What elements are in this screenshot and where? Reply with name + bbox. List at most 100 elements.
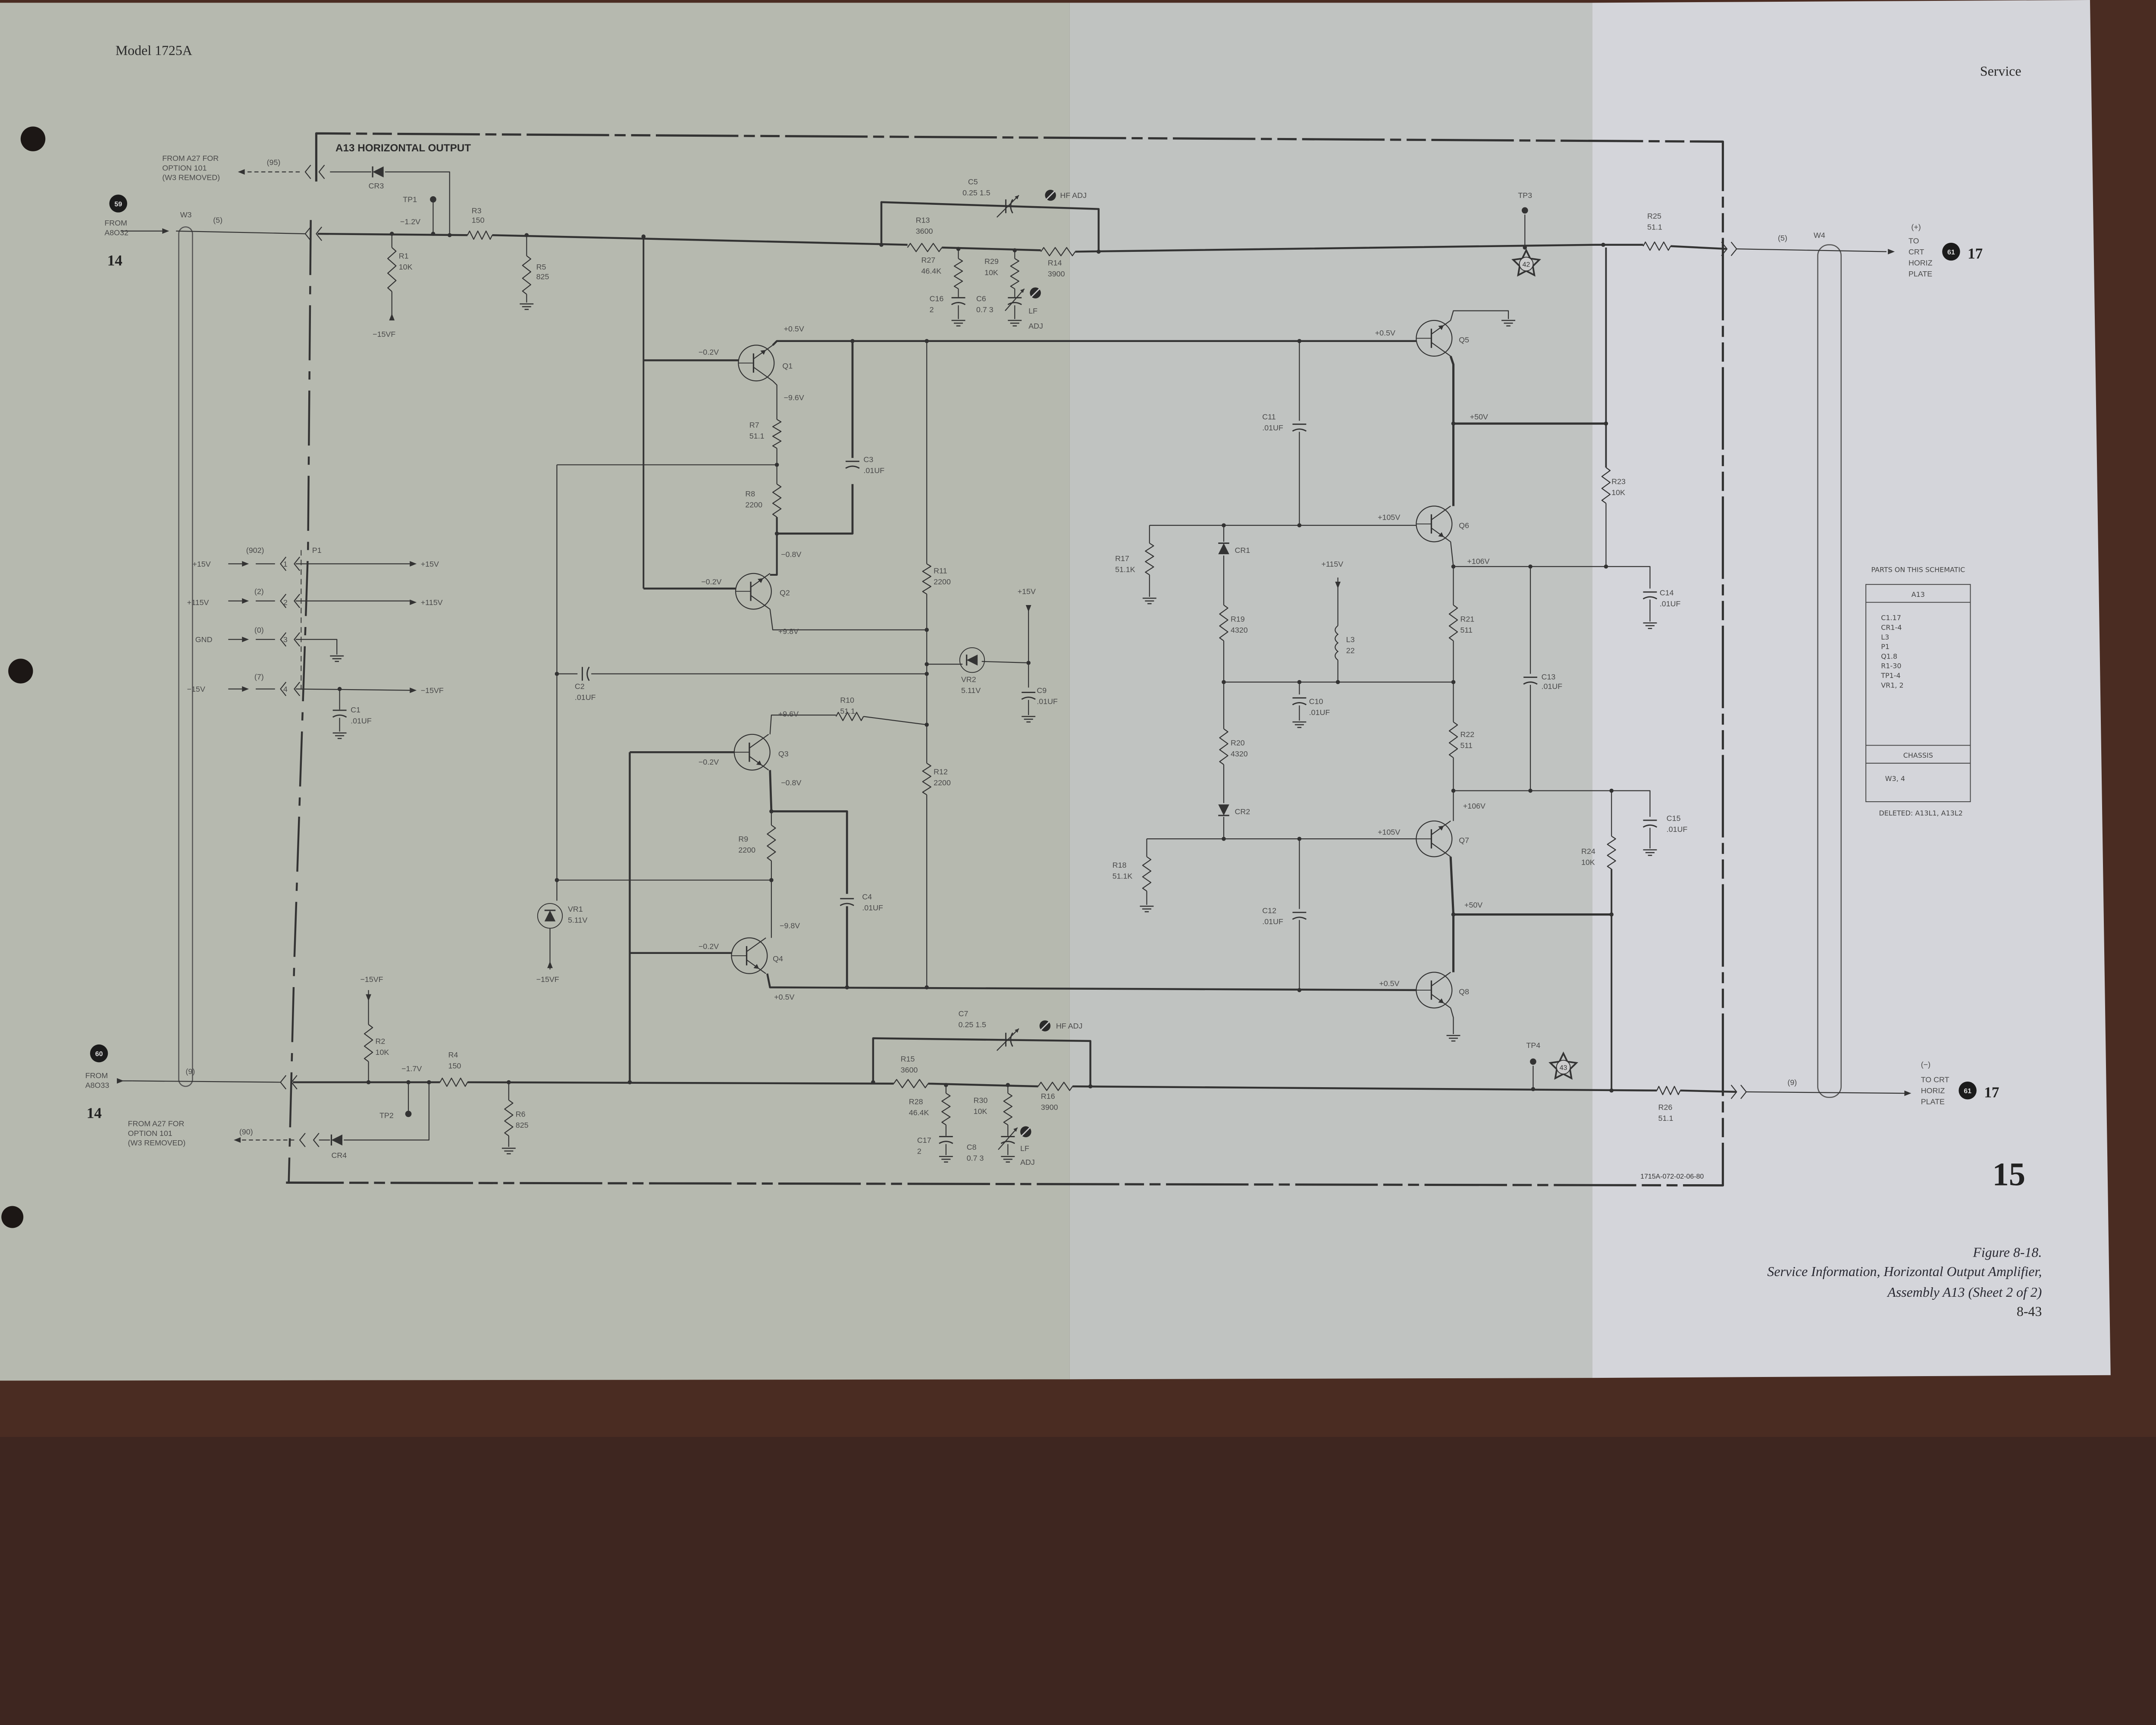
schematic-test_points-tp3-label: TP3: [1518, 191, 1532, 200]
r12-resistor: [922, 762, 931, 796]
r21-resistor: [1448, 605, 1458, 641]
q4-lead-top: [746, 937, 766, 952]
schematic-components-r13-value-label: 3600: [916, 227, 933, 235]
junction-dot: [1609, 912, 1614, 917]
arrow-icon: [1025, 605, 1031, 612]
parts_table-assembly_parts-0-label: C1.17: [1881, 614, 1901, 622]
connector-chevron-icon: [1730, 1085, 1737, 1099]
c8-capacitor: [1000, 1141, 1015, 1144]
schematic-connector-ref-label: P1: [312, 546, 322, 555]
schematic-voltages-q5_c-label: +50V: [1470, 413, 1488, 421]
schematic-outputs-1-lines-0-label: TO CRT: [1921, 1076, 1949, 1084]
connector-chevron-icon: [299, 1132, 306, 1148]
schematic-outputs-0-wire-label: (5): [1778, 234, 1787, 242]
r9-resistor: [767, 825, 776, 862]
r25-resistor: [1642, 242, 1671, 251]
wire: [777, 484, 854, 535]
schematic-components-c16-ref-label: C16: [930, 294, 944, 303]
schematic-adjustments-lf_2-label: ADJ: [1020, 1158, 1035, 1167]
wire: [772, 380, 777, 420]
schematic-voltages-q6_e-label: +106V: [1467, 557, 1489, 565]
r11-resistor: [922, 563, 931, 595]
c5-capacitor-arrowhead: [1015, 195, 1019, 200]
schematic-connector-pins-3-pin-label: 4: [283, 685, 288, 693]
schematic-connector-pins-1-pin-label: 2: [283, 598, 288, 607]
schematic-waveform_refs-tp3-label: 42: [1523, 261, 1530, 269]
schematic-connector-pins-3-out-label: −15VF: [421, 686, 444, 695]
wire: [344, 1082, 430, 1141]
output-wire: [1746, 1091, 1905, 1094]
junction-dot: [1097, 249, 1101, 254]
schematic-option_notes-1-lines-0-label: FROM A27 FOR: [128, 1120, 185, 1128]
vr1-diode: [544, 910, 556, 922]
schematic-voltages-q1_b-label: −0.2V: [699, 348, 719, 357]
schematic-components-r16-value-label: 3900: [1041, 1103, 1058, 1111]
c13-capacitor: [1523, 681, 1538, 685]
schematic-voltages-q1_e-label: +0.5V: [784, 324, 804, 333]
q2-lead-bottom: [750, 595, 771, 610]
c1-capacitor: [332, 714, 347, 718]
arrow-icon: [547, 961, 553, 968]
r24-resistor: [1607, 835, 1616, 870]
schematic-components-r19-value-label: 4320: [1231, 626, 1248, 634]
c7-bypass-wire: [872, 1037, 1091, 1087]
schematic-components-r20-ref-label: R20: [1231, 738, 1245, 747]
schematic-components-r21-ref-label: R21: [1460, 615, 1474, 623]
signal-wire: [1075, 244, 1643, 253]
caption-page_number-label: 8-43: [2017, 1304, 2042, 1319]
schematic-components-r18-value-label: 51.1K: [1112, 872, 1133, 881]
schematic-components-c17-value-label: 2: [917, 1147, 921, 1155]
junction-dot: [524, 233, 529, 238]
r5-resistor: [522, 255, 531, 295]
schematic-components-c8-ref-label: C8: [967, 1143, 977, 1151]
tp2-test-point-icon: [405, 1110, 412, 1117]
schematic-components-vr2-value-label: 5.11V: [961, 686, 981, 695]
schematic-voltages-q5_b-label: +0.5V: [1375, 329, 1395, 337]
cr4-diode: [331, 1134, 343, 1146]
schematic-components-r29-value-label: 10K: [984, 268, 998, 277]
q7-emitter-arrow: [1438, 825, 1444, 831]
schematic-components-r1-value-label: 10K: [399, 263, 413, 271]
junction-dot: [1604, 564, 1608, 569]
arrow-icon: [410, 687, 417, 693]
schematic-connector-pins-0-in-label: +15V: [192, 560, 210, 568]
wire: [770, 517, 778, 576]
schematic-connector-pins-2-wire-label: (0): [254, 626, 264, 634]
lf-adj-screw-icon-slot: [1031, 288, 1040, 298]
c12-capacitor: [1292, 916, 1307, 920]
signal-wire: [467, 1081, 894, 1085]
q4-emitter-arrow: [753, 964, 759, 969]
parts_table-assembly_parts-3-label: P1: [1881, 643, 1890, 651]
connector-chevron-icon: [304, 226, 311, 241]
q1-lead-bottom: [753, 367, 773, 382]
cr3-diode: [373, 166, 384, 178]
r10-resistor: [835, 712, 864, 721]
tp4-waveform-circle: [1556, 1060, 1571, 1075]
schematic-components-vr1-ref-label: VR1: [568, 905, 583, 913]
schematic-labels: Model 1725AService151715A-072-02-06-80Fi…: [85, 43, 2042, 1319]
schematic-components-r9-value-label: 2200: [738, 846, 755, 854]
input-wire: [176, 230, 305, 235]
schematic-connector-pins-1-in-label: +115V: [187, 598, 209, 607]
connector-chevron-icon: [294, 632, 301, 647]
emitter-bus: [772, 340, 1416, 346]
schematic-components-r27-value-label: 46.4K: [921, 267, 941, 276]
schematic-outputs-1-sheet-label: 17: [1984, 1084, 1999, 1101]
paper-right: [1592, 0, 2111, 1378]
schematic-inputs-0-cable-label: W3: [180, 210, 192, 219]
schematic-connector-pins-2-in-label: GND: [195, 635, 213, 644]
schematic-outputs-1-wire-label: (9): [1787, 1078, 1797, 1087]
schematic-components-r12-ref-label: R12: [934, 767, 948, 776]
schematic-connector-pins-0-wire-label: (902): [246, 546, 264, 555]
tp3-waveform-circle: [1519, 257, 1534, 272]
schematic-outputs-1-lines-1-label: HORIZ: [1921, 1086, 1945, 1095]
l3-inductor: [1335, 625, 1339, 661]
parts_table-assembly_parts-5-label: R1-30: [1881, 662, 1901, 670]
schematic-voltages-q7_c-label: +50V: [1464, 901, 1482, 910]
schematic-components-r27-ref-label: R27: [921, 256, 935, 264]
schematic-components-r8-value-label: 2200: [745, 501, 762, 509]
schematic-adjustments-hf-label: HF ADJ: [1056, 1022, 1082, 1030]
schematic-option_notes-1-lines-2-label: (W3 REMOVED): [128, 1138, 186, 1147]
schematic-components-r17-ref-label: R17: [1115, 554, 1129, 563]
caption-line1-label: Service Information, Horizontal Output A…: [1767, 1264, 2042, 1279]
